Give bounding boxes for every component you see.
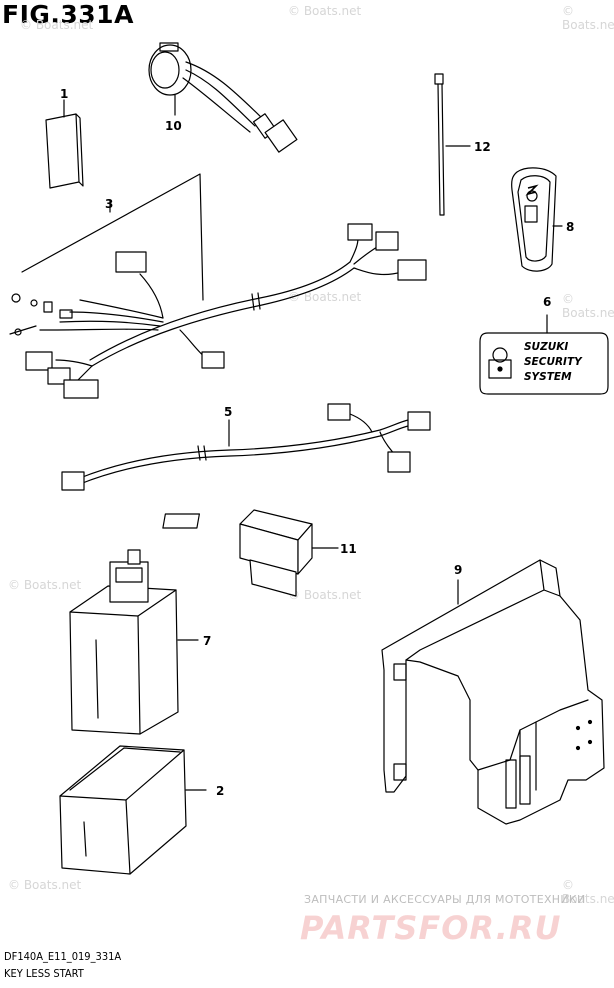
part-6-security-tag xyxy=(479,314,609,395)
watermark: © Boats.net xyxy=(288,4,362,18)
callout-6: 6 xyxy=(543,295,551,309)
callout-2: 2 xyxy=(216,784,224,798)
security-tag-line3: SYSTEM xyxy=(524,371,572,383)
brand-logo: PARTSFOR.RU xyxy=(300,909,562,947)
part-12-cable-tie xyxy=(434,73,471,216)
part-2-case xyxy=(59,745,207,875)
callout-9: 9 xyxy=(454,563,462,577)
brand-tagline: ЗАПЧАСТИ И АКСЕССУАРЫ ДЛЯ МОТОТЕХНИКИ xyxy=(304,893,586,906)
part-11-relay xyxy=(162,509,339,597)
callout-5: 5 xyxy=(224,405,232,419)
part-1-label-card xyxy=(45,99,84,189)
security-tag-line1: SUZUKI xyxy=(524,341,568,353)
callout-12: 12 xyxy=(474,140,491,154)
security-tag-line2: SECURITY xyxy=(524,356,583,368)
part-10-key-switch xyxy=(148,42,298,153)
part-5-sub-harness xyxy=(61,403,431,491)
watermark: © Boats.net xyxy=(20,18,94,32)
footer-name: KEY LESS START xyxy=(4,967,84,980)
suzuki-logo-icon xyxy=(525,184,539,196)
watermark: © Boats.net xyxy=(8,878,82,892)
callout-1: 1 xyxy=(60,87,68,101)
watermark: © Boats.net xyxy=(562,292,614,320)
watermark: © Boats.net xyxy=(8,578,82,592)
watermark: © Boats.net xyxy=(288,588,362,602)
watermark: © Boats.net xyxy=(562,4,614,32)
callout-7: 7 xyxy=(203,634,211,648)
part-7-control-unit xyxy=(69,549,199,735)
watermark: © Boats.net xyxy=(562,878,614,906)
watermark: © Boats.net xyxy=(288,290,362,304)
part-3-main-harness xyxy=(9,173,427,399)
footer-code: DF140A_E11_019_331A xyxy=(4,950,122,963)
part-8-key-fob xyxy=(511,167,563,272)
part-9-cover xyxy=(381,559,605,825)
callout-3: 3 xyxy=(105,197,113,211)
callout-8: 8 xyxy=(566,220,574,234)
figure-title: FIG.331A xyxy=(2,0,134,29)
callout-11: 11 xyxy=(340,542,357,556)
callout-10: 10 xyxy=(165,119,182,133)
